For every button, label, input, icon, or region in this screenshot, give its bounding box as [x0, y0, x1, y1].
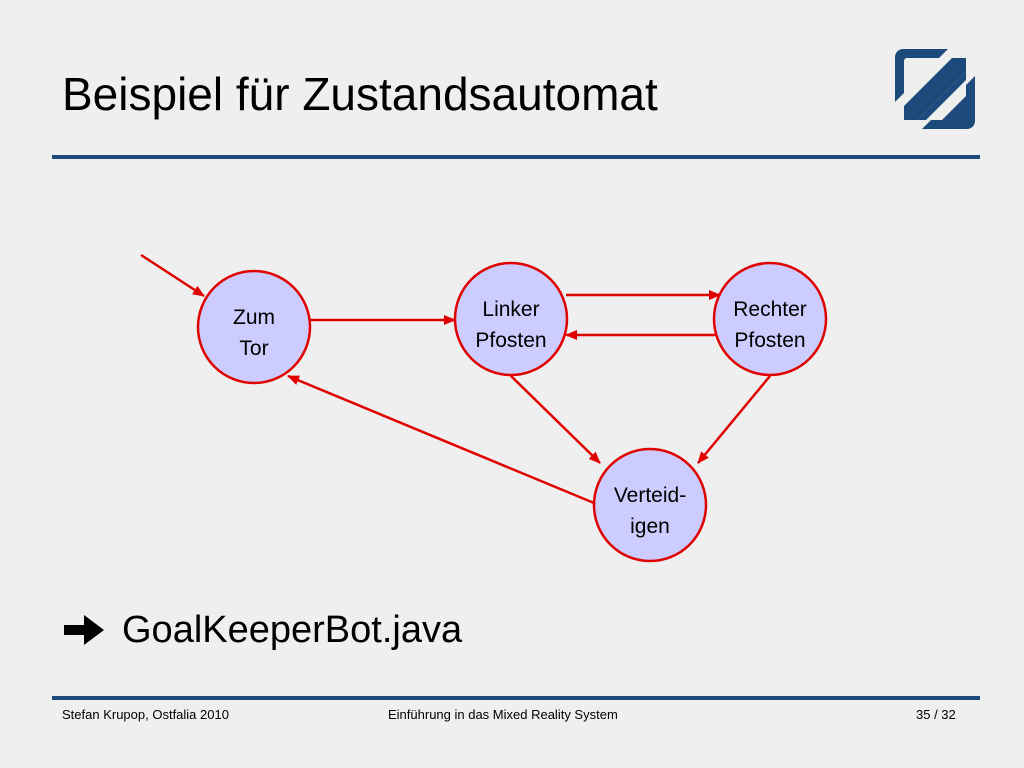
bullet-item: GoalKeeperBot.java	[64, 604, 462, 656]
state-label-line2: Pfosten	[475, 329, 546, 352]
state-label-line1: Rechter	[733, 298, 807, 321]
state-label-line2: igen	[630, 515, 670, 538]
state-node-rechter-pfosten: Rechter Pfosten	[712, 261, 828, 377]
state-node-verteidigen: Verteid- igen	[592, 447, 708, 563]
ostfalia-logo-icon	[895, 49, 975, 129]
edge-verteidigen-to-zum-tor	[287, 374, 595, 505]
state-label-line2: Tor	[239, 337, 268, 360]
state-node-zum-tor: Zum Tor	[196, 269, 312, 385]
slide-title: Beispiel für Zustandsautomat	[62, 68, 658, 120]
footer-course: Einführung in das Mixed Reality System	[388, 707, 618, 722]
header-divider	[52, 155, 980, 159]
arrow-right-icon	[64, 615, 104, 645]
edge-rechter-to-verteidigen	[697, 375, 771, 464]
state-label-line1: Linker	[482, 298, 539, 321]
bullet-text: GoalKeeperBot.java	[122, 609, 463, 651]
edge-start-to-zum-tor	[140, 253, 205, 298]
footer-author: Stefan Krupop, Ostfalia 2010	[62, 707, 229, 722]
state-label-line1: Zum	[233, 306, 275, 329]
state-label-line1: Verteid-	[614, 484, 686, 507]
state-node-linker-pfosten: Linker Pfosten	[453, 261, 569, 377]
state-label-line2: Pfosten	[734, 329, 805, 352]
footer-page-number: 35 / 32	[916, 707, 956, 722]
footer-divider	[52, 696, 980, 700]
edge-linker-to-verteidigen	[510, 375, 601, 464]
